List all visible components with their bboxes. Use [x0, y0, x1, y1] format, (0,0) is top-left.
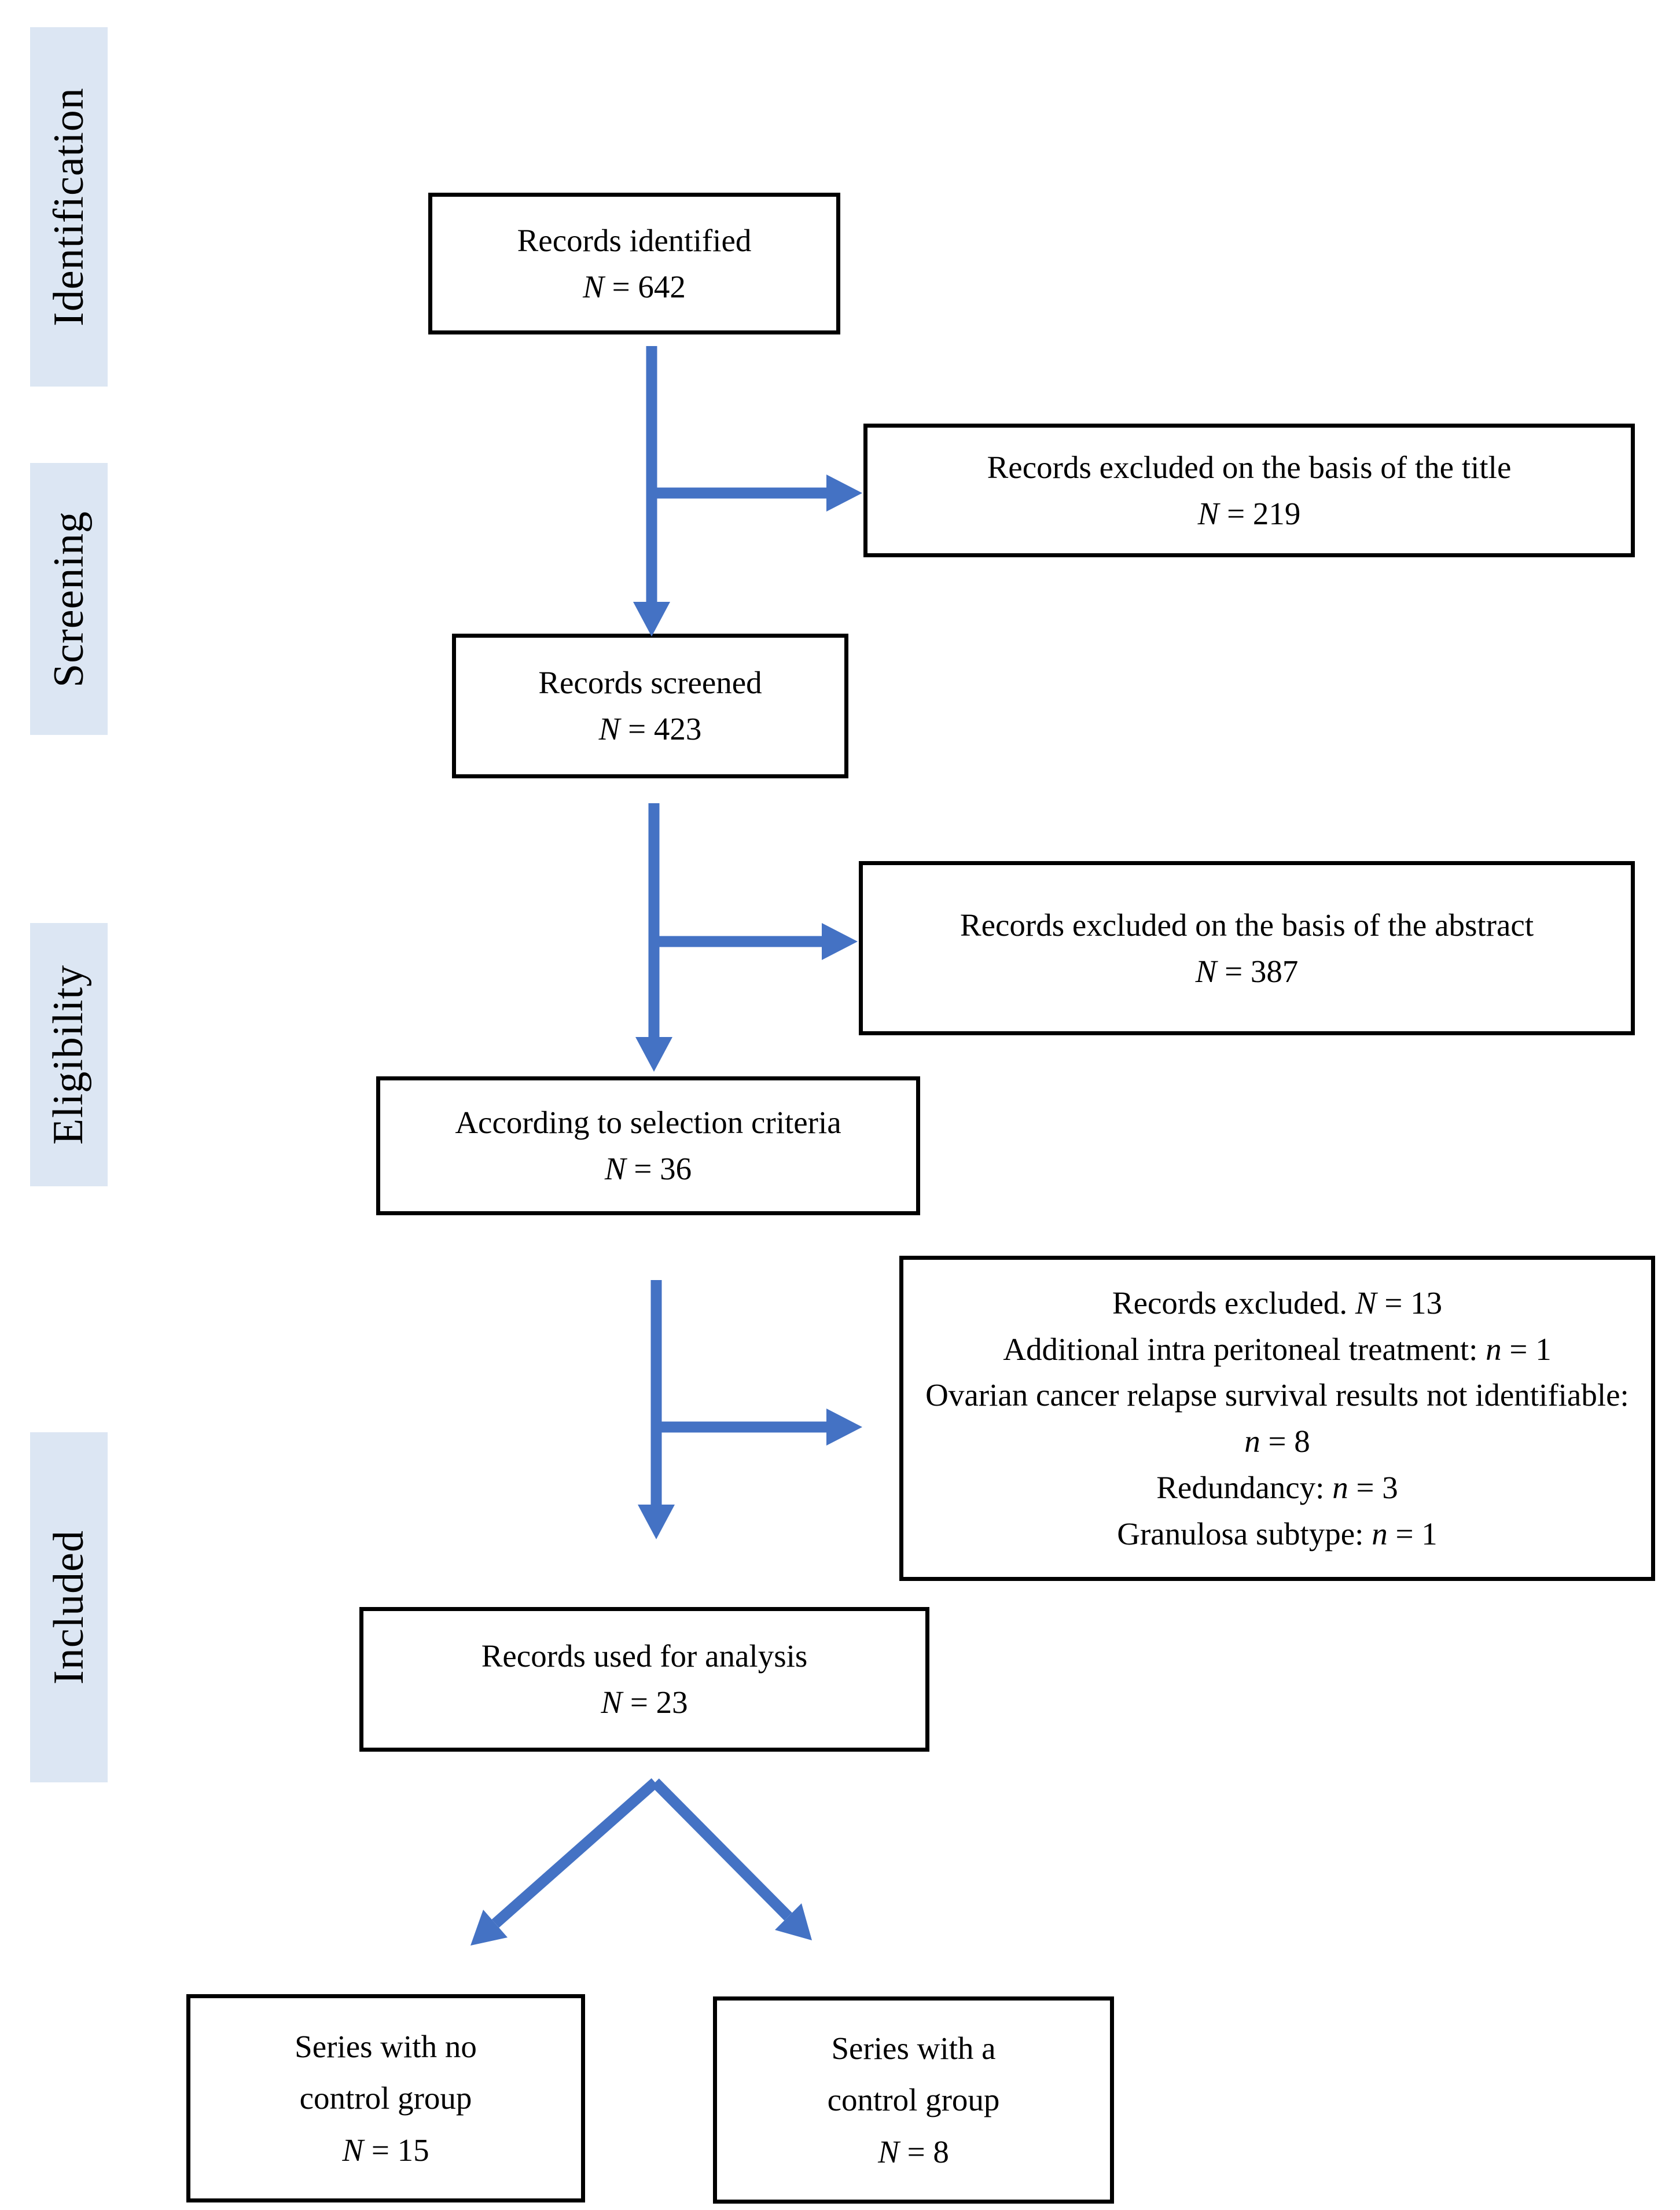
- box-count-line: N = 36: [604, 1151, 692, 1186]
- arrow-line: [491, 1778, 659, 1928]
- stage-label-screening: Screening: [30, 463, 108, 735]
- box-text-line: Redundancy: n = 3: [1156, 1469, 1398, 1505]
- arrow-branch-excluded-abstract: [654, 923, 858, 960]
- box-text-line: Records screened: [538, 665, 762, 701]
- box-text-line: According to selection criteria: [455, 1105, 841, 1141]
- arrow-screened-to-criteria: [635, 803, 672, 1072]
- records-used-analysis-box: Records used for analysis N = 23: [359, 1607, 929, 1752]
- box-count-line: N = 23: [601, 1685, 688, 1720]
- box-text-line: Records excluded. N = 13: [1112, 1285, 1443, 1321]
- arrow-analysis-to-control: [651, 1778, 812, 1940]
- stage-label-eligibility: Eligibility: [30, 923, 108, 1186]
- box-text-line: Additional intra peritoneal treatment: n…: [1003, 1331, 1552, 1367]
- records-excluded-abstract-box: Records excluded on the basis of the abs…: [859, 861, 1635, 1035]
- box-text-line: Records identified: [517, 222, 752, 258]
- records-excluded-title-box: Records excluded on the basis of the tit…: [863, 424, 1635, 557]
- arrow-down-head: [638, 1505, 675, 1539]
- stage-label-text: Identification: [45, 87, 93, 326]
- series-control-box: Series with a control group N = 8: [713, 1996, 1114, 2204]
- box-count-line: N = 423: [598, 711, 702, 747]
- arrow-down-head: [633, 602, 670, 637]
- records-screened-box: Records screened N = 423: [452, 634, 848, 778]
- arrow-criteria-to-analysis: [638, 1280, 675, 1539]
- box-count-line: N = 219: [1197, 495, 1301, 531]
- box-text-line: Series with a: [831, 2031, 996, 2066]
- arrow-branch-excluded-title: [652, 475, 862, 512]
- records-identified-box: Records identified N = 642: [428, 193, 840, 334]
- stage-label-text: Included: [45, 1530, 93, 1685]
- stage-label-included: Included: [30, 1432, 108, 1782]
- stage-label-text: Screening: [45, 510, 93, 687]
- arrow-right-head: [822, 923, 858, 960]
- arrow-down-head: [635, 1037, 672, 1072]
- records-excluded-detail-box: Records excluded. N = 13 Additional intr…: [899, 1256, 1655, 1581]
- arrow-right-head: [826, 1409, 862, 1446]
- arrow-diagonal-head: [775, 1903, 812, 1940]
- arrow-diagonal-head: [470, 1910, 508, 1946]
- stage-label-identification: Identification: [30, 27, 108, 387]
- box-text-line: Records excluded on the basis of the abs…: [960, 907, 1534, 943]
- arrow-branch-excluded-detail: [656, 1409, 862, 1446]
- box-text-line: Records used for analysis: [481, 1638, 808, 1674]
- series-no-control-box: Series with no control group N = 15: [186, 1994, 585, 2202]
- box-count-line: N = 8: [878, 2134, 949, 2169]
- box-text-line: Granulosa subtype: n = 1: [1117, 1516, 1438, 1551]
- box-text-line: Records excluded on the basis of the tit…: [987, 449, 1512, 485]
- stage-label-text: Eligibility: [45, 964, 93, 1145]
- arrow-line: [651, 1778, 792, 1921]
- box-count-line: N = 642: [583, 269, 686, 304]
- arrow-identified-to-screened: [633, 346, 670, 637]
- box-count-line: N = 387: [1195, 953, 1299, 989]
- box-count-line: N = 15: [342, 2132, 429, 2168]
- box-text-line: control group: [827, 2082, 1000, 2118]
- box-text-line: control group: [299, 2080, 472, 2116]
- arrow-analysis-to-no-control: [470, 1778, 659, 1946]
- selection-criteria-box: According to selection criteria N = 36: [376, 1076, 920, 1215]
- box-text-line: Series with no: [295, 2029, 477, 2065]
- box-text-line: Ovarian cancer relapse survival results …: [925, 1377, 1629, 1459]
- arrow-right-head: [826, 475, 862, 512]
